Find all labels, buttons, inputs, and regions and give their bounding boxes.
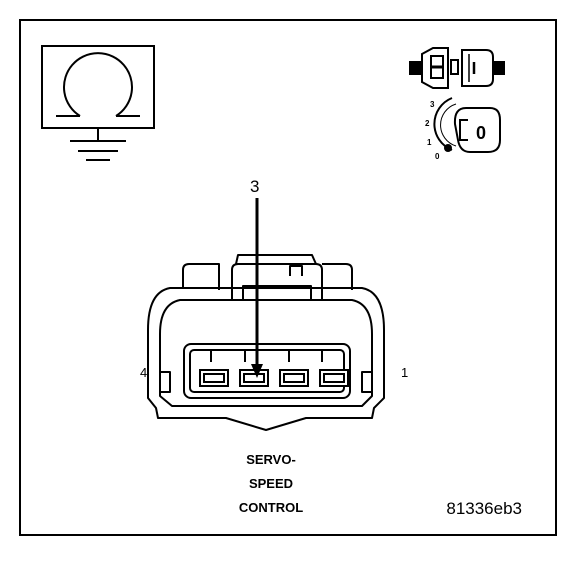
callout-arrow	[251, 198, 263, 378]
key-position-1: 1	[427, 138, 432, 147]
ignition-key-off-icon: 0 3 2 1 0	[425, 97, 501, 161]
ohmmeter-ground-icon	[41, 45, 155, 161]
caption-line-3: CONTROL	[239, 500, 303, 515]
caption-line-2: SPEED	[249, 476, 293, 491]
callout-number: 3	[250, 177, 259, 196]
figure-code: 81336eb3	[446, 499, 522, 518]
diagram-frame	[19, 19, 557, 536]
disconnected-connector-icon	[409, 47, 505, 89]
key-position-3: 3	[430, 100, 435, 109]
key-position-2: 2	[425, 119, 430, 128]
caption-line-1: SERVO-	[246, 452, 296, 467]
terminal-cavities	[199, 369, 349, 387]
key-position-0: 0	[435, 152, 440, 161]
pin-label-right: 1	[401, 365, 408, 380]
key-position-label: 0	[476, 123, 486, 143]
connector-face	[147, 254, 385, 431]
pin-label-left: 4	[140, 365, 147, 380]
